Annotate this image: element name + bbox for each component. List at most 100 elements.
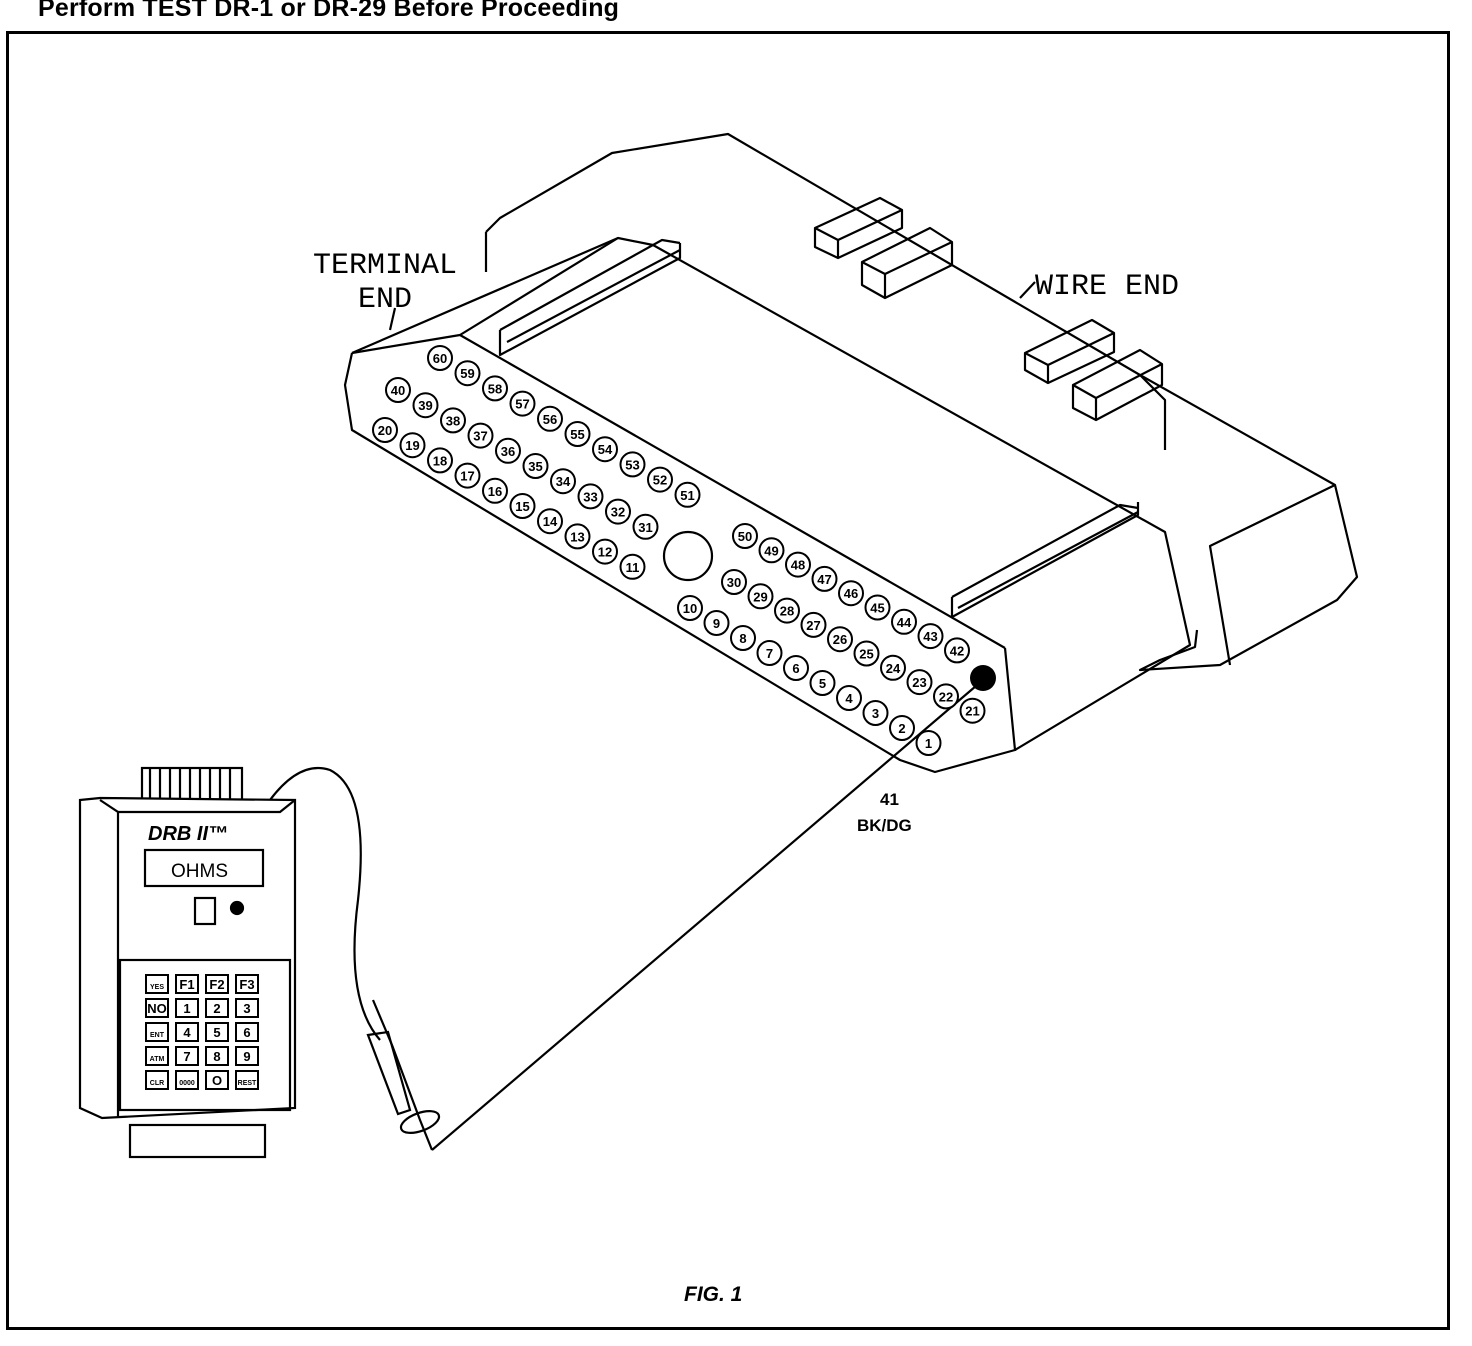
pin-circle xyxy=(944,637,970,664)
pin-label: 10 xyxy=(683,601,697,616)
pin-label: 55 xyxy=(570,427,584,442)
pin-label: 3 xyxy=(872,706,879,721)
pin-label: 48 xyxy=(791,558,805,573)
keypad-key-label: 2 xyxy=(213,1001,220,1016)
pin-circle xyxy=(577,483,604,510)
pin-label: 27 xyxy=(806,618,820,633)
pin-label: 38 xyxy=(446,413,460,428)
pin-circle xyxy=(756,640,783,666)
pin-circle xyxy=(732,523,758,549)
pin-label: 14 xyxy=(543,514,558,529)
terminal-label-line2: END xyxy=(358,283,412,317)
pin-circle xyxy=(619,451,646,478)
keypad-key xyxy=(175,1070,199,1090)
pin-label: 20 xyxy=(378,423,392,438)
keypad-key-label: 0000 xyxy=(179,1080,195,1087)
keypad-key xyxy=(175,1046,199,1066)
keypad-key-label: F1 xyxy=(179,977,194,992)
pin-circle xyxy=(427,447,453,474)
pin-circle xyxy=(730,625,756,651)
pin-label: 4 xyxy=(845,691,853,706)
page-heading: Perform TEST DR-1 or DR-29 Before Procee… xyxy=(38,0,620,22)
pin-circle xyxy=(809,670,836,696)
keypad-key xyxy=(145,1046,169,1066)
pin-label: 46 xyxy=(844,586,858,601)
keypad-key xyxy=(205,998,229,1018)
pin-circle xyxy=(758,537,785,564)
pin-circle xyxy=(836,685,862,711)
pin-circle xyxy=(721,569,747,595)
pin-label: 7 xyxy=(766,646,773,661)
pin-label: 45 xyxy=(870,601,884,616)
pin-label: 58 xyxy=(488,381,502,396)
pin-label: 21 xyxy=(965,704,979,719)
keypad-key-label: F2 xyxy=(209,977,224,992)
keypad-key xyxy=(145,1070,169,1090)
locating-hole xyxy=(662,530,714,582)
keypad-key xyxy=(205,974,229,994)
pin-label: 34 xyxy=(556,474,571,489)
pin-circle xyxy=(537,508,563,535)
keypad-key xyxy=(175,1022,199,1042)
pin-circle xyxy=(495,437,521,464)
keypad-key-label: NO xyxy=(147,1001,167,1016)
pin-circle xyxy=(785,551,811,578)
keypad-key xyxy=(145,974,169,994)
pin-circle xyxy=(811,565,838,592)
pin-label: 44 xyxy=(897,615,912,630)
pin-label: 53 xyxy=(625,457,639,472)
keypad-key-label: 9 xyxy=(243,1049,250,1064)
pin-label: 8 xyxy=(739,631,746,646)
keypad-key xyxy=(235,1046,259,1066)
pin-label: 43 xyxy=(923,629,937,644)
pin-label: 39 xyxy=(418,398,432,413)
keypad-key xyxy=(205,1046,229,1066)
pin-circle xyxy=(482,477,508,504)
pin-circle xyxy=(454,360,481,387)
wire-color-code: BK/DG xyxy=(857,816,912,835)
pin-label: 40 xyxy=(391,383,405,398)
pin-circle xyxy=(372,417,398,443)
keypad-key xyxy=(235,1022,259,1042)
keypad-key-label: 5 xyxy=(213,1025,220,1040)
keypad-key xyxy=(145,998,169,1018)
pin-circle xyxy=(800,611,827,638)
pin-label: 5 xyxy=(819,676,826,691)
keypad-key xyxy=(205,1022,229,1042)
pin-circle xyxy=(427,345,453,371)
pin-circle xyxy=(677,595,703,621)
figure-caption: FIG. 1 xyxy=(684,1283,743,1306)
keypad-key-label: CLR xyxy=(150,1080,164,1087)
pin-label: 26 xyxy=(833,632,847,647)
pin-label: 16 xyxy=(488,484,502,499)
pin-label: 2 xyxy=(898,721,905,736)
pin-circle xyxy=(747,583,774,610)
pin-circle xyxy=(853,640,880,667)
pin-label: 51 xyxy=(680,488,694,503)
keypad-key xyxy=(235,974,259,994)
pin-label: 36 xyxy=(501,444,515,459)
pin-label: 24 xyxy=(886,661,901,676)
pin-circle xyxy=(440,407,466,434)
pin-label: 54 xyxy=(598,442,613,457)
pin-label: 22 xyxy=(939,689,953,704)
pin-circle xyxy=(522,453,549,479)
pin-circle xyxy=(605,498,631,525)
keypad-key xyxy=(205,1070,229,1090)
terminal-label-line1: TERMINAL xyxy=(313,249,457,283)
pin-circle xyxy=(915,730,942,756)
wire-number: 41 xyxy=(880,790,899,809)
pin-circle xyxy=(454,462,481,489)
keypad-key-label: 7 xyxy=(183,1049,190,1064)
pin-circle xyxy=(891,608,917,635)
pin-label: 35 xyxy=(528,459,542,474)
keypad-key-label: ENT xyxy=(150,1032,165,1039)
pin-circle xyxy=(632,513,659,540)
pin-label: 19 xyxy=(405,438,419,453)
pin-circle xyxy=(864,594,891,621)
pin-circle xyxy=(880,654,906,681)
keypad-key-label: O xyxy=(212,1073,222,1088)
keypad-key xyxy=(235,998,259,1018)
pin-circle xyxy=(933,683,959,710)
pin-label: 17 xyxy=(460,469,474,484)
